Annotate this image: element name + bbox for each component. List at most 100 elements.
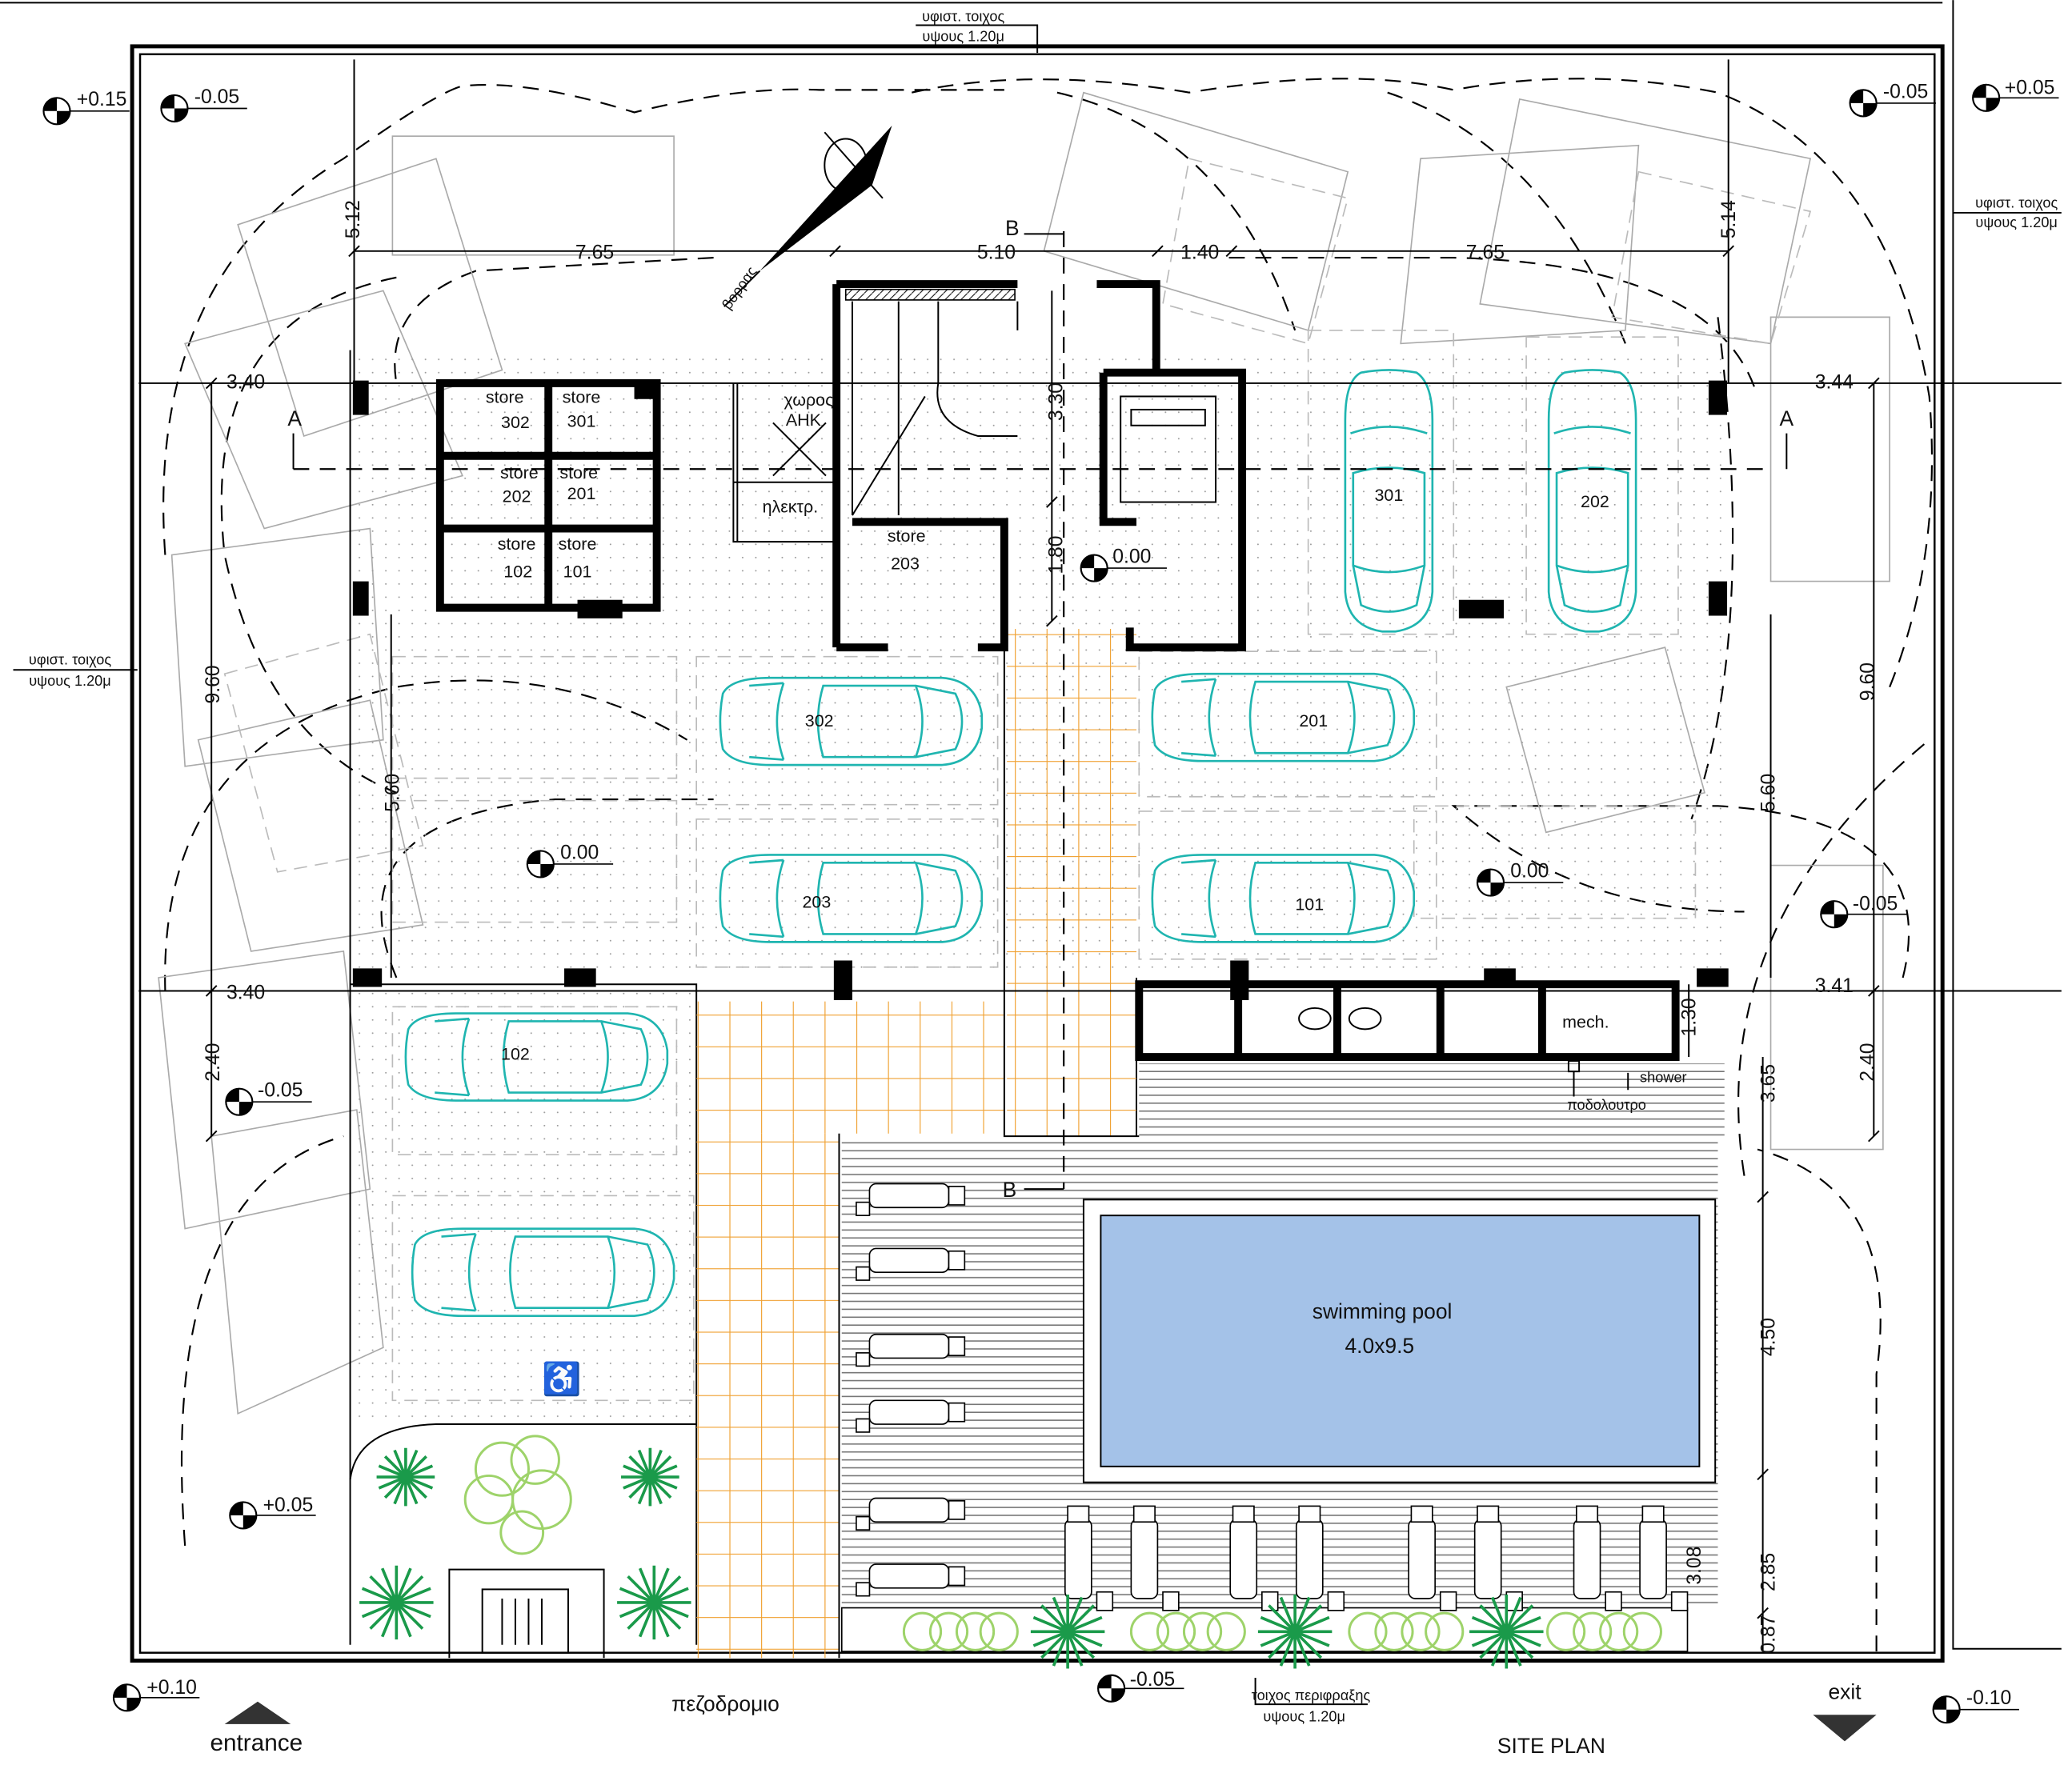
shrub: [1206, 1611, 1246, 1651]
shrub: [955, 1611, 996, 1651]
pool-size: 4.0x9.5: [1345, 1334, 1414, 1358]
store-203-label: store: [888, 526, 926, 546]
elevation-tr-outer: +0.05: [2005, 77, 2055, 98]
palm-plant: [621, 1447, 679, 1507]
shrub: [1573, 1611, 1613, 1651]
parking-101-label: 101: [1295, 895, 1324, 915]
dimension-labels: 7.65 5.10 1.40 7.65 5.12 5.14 3.40 3.44 …: [202, 200, 1878, 1654]
dim-3-08: 3.08: [1684, 1547, 1705, 1585]
elevation-markers: +0.15 -0.05 -0.05 +0.05 0.00 0.00 0.00 -…: [42, 77, 2060, 1724]
fence-note-1: τοιχος περιφραξης: [1252, 1687, 1371, 1703]
store-301-number: 301: [567, 411, 596, 430]
wall-notes: υφιστ. τοιχος υψους 1.20μ υφιστ. τοιχος …: [13, 9, 2062, 1758]
exit-arrow-icon: [1813, 1715, 1877, 1742]
store-302-label: store: [486, 388, 524, 407]
shrub: [1374, 1611, 1414, 1651]
parking-spaces: 302 201 203 101 102 301 202 ♿: [404, 369, 1637, 1397]
dim-stair-a: 3.30: [1046, 382, 1068, 421]
store-101-label: store: [559, 534, 597, 554]
elevation-right-mid: -0.05: [1853, 894, 1898, 915]
shrub: [1401, 1611, 1441, 1651]
dim-4-50: 4.50: [1757, 1318, 1779, 1356]
shower-label: shower: [1640, 1069, 1687, 1085]
parking-202-label: 202: [1581, 492, 1609, 511]
top-wall-note-2: υψους 1.20μ: [922, 28, 1004, 44]
shrub: [1348, 1611, 1388, 1651]
shrub: [979, 1611, 1019, 1651]
wheelchair-icon: ♿: [542, 1361, 581, 1397]
elevation-garden: +0.05: [263, 1495, 314, 1516]
drawing-title: SITE PLAN: [1497, 1734, 1605, 1758]
shrub: [1425, 1611, 1465, 1651]
dim-right-offset-b: 3.41: [1815, 975, 1854, 997]
electrical-room-label: ηλεκτρ.: [763, 498, 819, 517]
parking-203-label: 203: [803, 892, 832, 911]
store-301-label: store: [563, 388, 601, 407]
dim-right-2-40: 2.40: [1857, 1043, 1878, 1082]
dim-right-offset-a: 3.44: [1815, 372, 1854, 394]
entrance-arrow-icon: [224, 1701, 291, 1724]
landscape-plants: [359, 1435, 1662, 1669]
dim-top-mid: 5.10: [977, 242, 1016, 264]
shrub: [474, 1441, 530, 1497]
dim-wc-depth: 1.30: [1678, 998, 1700, 1036]
store-101-number: 101: [563, 562, 592, 582]
right-wall-note-1: υφιστ. τοιχος: [1975, 194, 2058, 210]
walkway-tiles: [696, 629, 1140, 1659]
shrub: [928, 1611, 969, 1651]
shrub: [1599, 1611, 1639, 1651]
dim-left-top: 5.12: [343, 200, 364, 238]
footbath-label: ποδολουτρο: [1567, 1097, 1646, 1113]
shrub: [1156, 1611, 1196, 1651]
section-a-left: A: [287, 406, 302, 430]
shrub: [1546, 1611, 1586, 1651]
section-b-bottom: B: [1003, 1178, 1017, 1202]
store-302-number: 302: [501, 413, 530, 432]
top-wall-note-1: υφιστ. τοιχος: [922, 9, 1004, 25]
building-core: χωρος ΑΗΚ ηλεκτρ. store 203: [732, 280, 1247, 652]
store-102-number: 102: [503, 562, 532, 582]
dim-2-85: 2.85: [1757, 1553, 1779, 1591]
dim-left-height: 9.60: [202, 665, 224, 703]
dim-left-2-40: 2.40: [202, 1043, 224, 1082]
elevation-bottom-mid: -0.05: [1130, 1669, 1175, 1691]
section-a-right: A: [1780, 406, 1794, 430]
store-201-number: 201: [567, 484, 596, 503]
entrance-gate: [448, 1568, 605, 1659]
store-201-label: store: [559, 463, 598, 482]
north-label: βορρας: [719, 263, 759, 312]
dim-top-right: 7.65: [1466, 242, 1505, 264]
sidewalk-label: πεζοδρομιο: [671, 1691, 780, 1715]
parking-201-label: 201: [1299, 711, 1328, 730]
dim-3-65: 3.65: [1757, 1064, 1779, 1103]
pool-label: swimming pool: [1313, 1299, 1453, 1323]
elevation-bl-outer: +0.10: [146, 1677, 197, 1699]
shrub: [463, 1474, 515, 1525]
dimension-lines: [138, 59, 2062, 1652]
parking-301-label: 301: [1374, 486, 1403, 505]
elevation-br-outer: -0.10: [1966, 1687, 2011, 1709]
left-wall-note-2: υψους 1.20μ: [29, 673, 110, 689]
dim-top-gap: 1.40: [1180, 242, 1219, 264]
dim-right-height: 9.60: [1857, 662, 1878, 701]
parking-302-label: 302: [805, 711, 834, 730]
dim-right-top: 5.14: [1718, 200, 1740, 238]
exit-label: exit: [1828, 1679, 1862, 1703]
swimming-pool: swimming pool 4.0x9.5: [1082, 1199, 1717, 1483]
entrance-label: entrance: [210, 1730, 303, 1756]
elevation-tr-inner: -0.05: [1883, 81, 1928, 102]
ahk-label-2: ΑΗΚ: [786, 410, 822, 430]
left-wall-note-1: υφιστ. τοιχος: [29, 652, 111, 668]
palm-plant: [1257, 1595, 1333, 1669]
store-202-label: store: [500, 463, 539, 482]
store-202-number: 202: [503, 487, 531, 506]
shrub: [510, 1435, 560, 1485]
dim-top-left: 7.65: [575, 242, 614, 264]
elevation-parking-left: 0.00: [560, 842, 599, 863]
palm-plant: [359, 1565, 434, 1640]
store-203-number: 203: [891, 554, 920, 574]
elevation-left-mid: -0.05: [258, 1080, 303, 1102]
wc-block: mech. shower ποδολουτρο: [1135, 980, 1687, 1113]
shrub: [499, 1510, 545, 1555]
